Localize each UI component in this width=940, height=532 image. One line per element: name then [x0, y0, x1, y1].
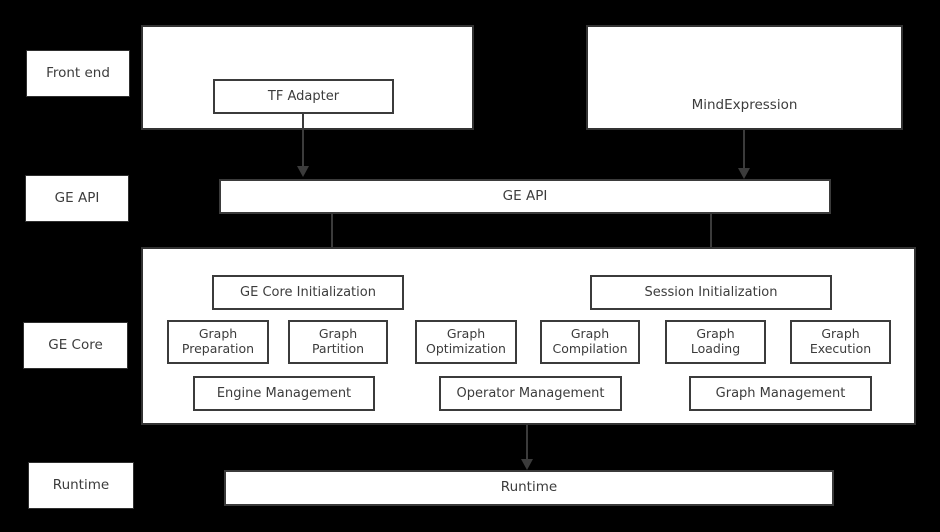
- graph-optimization-label: Graph Optimization: [426, 326, 506, 356]
- layer-label-front-end-text: Front end: [46, 64, 110, 81]
- mindexpression-group: MindExpression: [586, 25, 903, 130]
- graph-management-label: Graph Management: [715, 385, 846, 401]
- layer-label-front-end: Front end: [26, 50, 130, 97]
- layer-label-ge-core-text: GE Core: [48, 336, 103, 353]
- graph-preparation-box: Graph Preparation: [167, 320, 269, 364]
- session-initialization-box: Session Initialization: [590, 275, 832, 310]
- engine-management-label: Engine Management: [216, 385, 352, 401]
- session-initialization-label: Session Initialization: [644, 284, 778, 300]
- layer-label-ge-api: GE API: [25, 175, 129, 222]
- tensorflow-group: Tensorflow: [141, 25, 474, 130]
- ge-core-initialization-box: GE Core Initialization: [212, 275, 404, 310]
- layer-label-ge-api-text: GE API: [54, 189, 100, 206]
- graph-loading-box: Graph Loading: [665, 320, 766, 364]
- graph-management-box: Graph Management: [689, 376, 872, 411]
- graph-compilation-box: Graph Compilation: [540, 320, 640, 364]
- ge-core-initialization-label: GE Core Initialization: [240, 284, 376, 300]
- graph-execution-box: Graph Execution: [790, 320, 891, 364]
- layer-label-runtime-text: Runtime: [52, 476, 110, 493]
- layer-label-ge-core: GE Core: [23, 322, 128, 369]
- ge-api-label: GE API: [502, 187, 548, 204]
- runtime-label: Runtime: [500, 479, 558, 496]
- tf-adapter-label: TF Adapter: [267, 88, 340, 104]
- mindexpression-title: MindExpression: [691, 97, 798, 113]
- graph-loading-label: Graph Loading: [690, 326, 741, 356]
- runtime-box: Runtime: [224, 470, 834, 506]
- graph-preparation-label: Graph Preparation: [181, 326, 255, 356]
- graph-compilation-label: Graph Compilation: [552, 326, 628, 356]
- graph-optimization-box: Graph Optimization: [415, 320, 517, 364]
- graph-partition-box: Graph Partition: [288, 320, 388, 364]
- tf-adapter-box: TF Adapter: [213, 79, 394, 114]
- layer-label-runtime: Runtime: [28, 462, 134, 509]
- operator-management-label: Operator Management: [456, 385, 605, 401]
- ge-api-box: GE API: [219, 179, 831, 214]
- graph-execution-label: Graph Execution: [809, 326, 872, 356]
- operator-management-box: Operator Management: [439, 376, 622, 411]
- graph-partition-label: Graph Partition: [311, 326, 365, 356]
- engine-management-box: Engine Management: [193, 376, 375, 411]
